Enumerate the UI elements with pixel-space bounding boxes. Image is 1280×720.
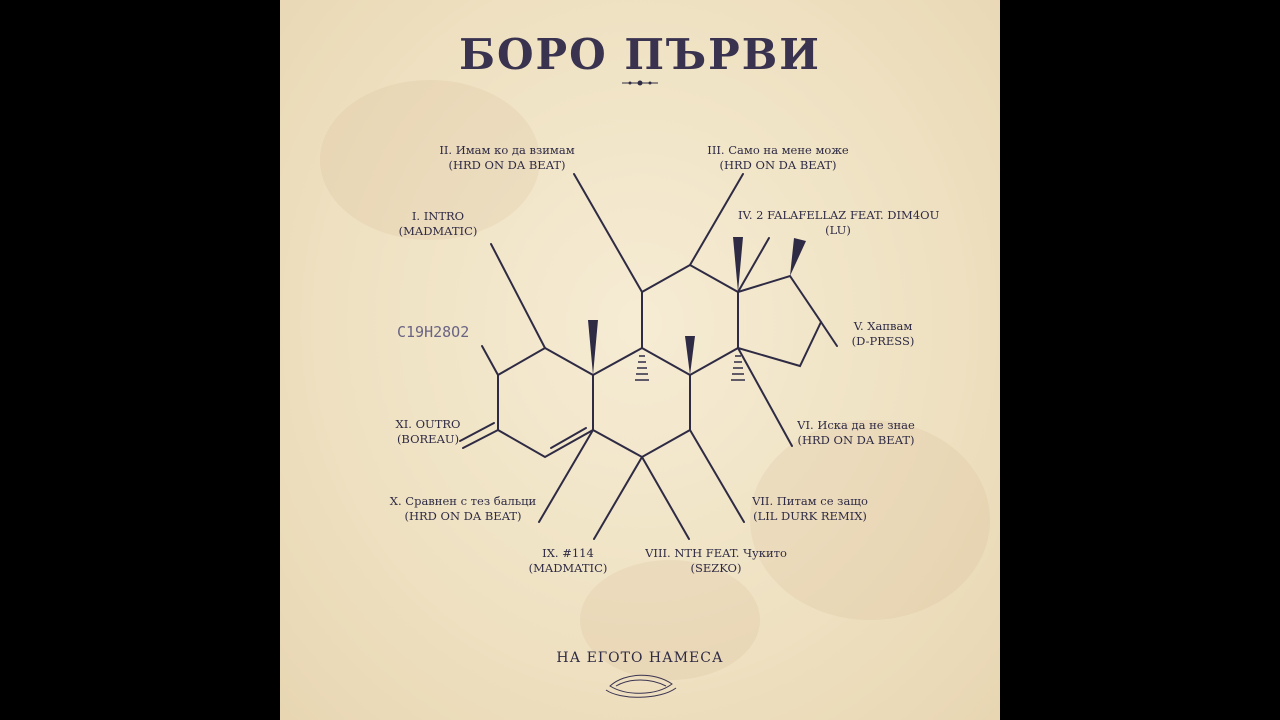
leader-line <box>593 456 643 540</box>
molecule-diagram <box>459 80 838 698</box>
double-bond <box>550 427 587 449</box>
track-label-7: VII. Питам се защо (LIL DURK REMIX) <box>725 494 895 524</box>
track-producer: (LIL DURK REMIX) <box>753 509 867 523</box>
track-title: IX. #114 <box>542 546 594 560</box>
track-label-2: II. Имам ко да взимам (HRD ON DA BEAT) <box>417 143 597 173</box>
track-label-8: VIII. NTH FEAT. Чукито (SEZKO) <box>626 546 806 576</box>
track-title: III. Само на мене може <box>707 143 849 157</box>
ring-a <box>497 347 594 459</box>
track-label-5: V. Хапвам (D-PRESS) <box>833 319 933 349</box>
track-title: VI. Иска да не знае <box>797 418 915 432</box>
hashed-bond <box>635 355 649 381</box>
carbonyl-bond <box>462 429 499 449</box>
track-label-11: XI. OUTRO (BOREAU) <box>378 417 478 447</box>
paper-stain <box>750 420 990 620</box>
track-producer: (MADMATIC) <box>398 224 478 238</box>
leader-line <box>538 429 594 523</box>
album-subtitle: НА ЕГОТО НАМЕСА <box>556 650 724 666</box>
track-producer: (HRD ON DA BEAT) <box>719 158 837 172</box>
album-cover: БОРО ПЪРВИ <box>280 0 1000 720</box>
molecular-formula: C19H28O2 <box>397 323 470 341</box>
leader-line <box>820 321 838 347</box>
track-title: VIII. NTH FEAT. Чукито <box>645 546 787 560</box>
methyl-bond <box>481 345 499 376</box>
leader-line <box>737 347 793 447</box>
track-producer: (BOREAU) <box>396 432 460 446</box>
paper-stain <box>580 560 760 680</box>
track-producer: (HRD ON DA BEAT) <box>797 433 915 447</box>
track-producer: (D-PRESS) <box>851 334 915 348</box>
leader-line <box>490 243 546 349</box>
track-label-6: VI. Иска да не знае (HRD ON DA BEAT) <box>776 418 936 448</box>
track-producer: (HRD ON DA BEAT) <box>448 158 566 172</box>
leader-line <box>689 429 745 523</box>
wedge-bond <box>733 237 743 292</box>
wedge-bond <box>685 336 695 375</box>
track-title: I. INTRO <box>411 209 465 223</box>
track-label-3: III. Само на мене може (HRD ON DA BEAT) <box>688 143 868 173</box>
track-title: II. Имам ко да взимам <box>439 143 575 157</box>
track-producer: (MADMATIC) <box>528 561 608 575</box>
track-label-4: IV. 2 FALAFELLAZ FEAT. DIM4OU (LU) <box>738 208 940 238</box>
track-producer: (SEZKO) <box>690 561 742 575</box>
carbonyl-bond <box>459 422 495 442</box>
ring-d <box>737 274 823 368</box>
title-ornament <box>622 80 658 86</box>
track-producer: (LU) <box>825 223 851 237</box>
leader-line <box>737 237 770 293</box>
leader-line <box>573 173 643 293</box>
ring-b <box>592 346 691 459</box>
track-label-10: X. Сравнен с тез бальци (HRD ON DA BEAT) <box>368 494 558 524</box>
leader-line <box>641 456 690 540</box>
track-title: XI. OUTRO <box>395 417 461 431</box>
hashed-bond <box>731 355 745 381</box>
leader-line <box>689 173 744 266</box>
track-producer: (HRD ON DA BEAT) <box>404 509 522 523</box>
flourish-ornament <box>605 674 677 698</box>
album-title: БОРО ПЪРВИ <box>459 30 821 79</box>
wedge-bond <box>588 320 598 375</box>
track-title: VII. Питам се защо <box>752 494 868 508</box>
ring-c <box>641 263 739 376</box>
track-title: IV. 2 FALAFELLAZ FEAT. DIM4OU <box>738 208 940 222</box>
track-title: V. Хапвам <box>853 319 913 333</box>
track-label-9: IX. #114 (MADMATIC) <box>518 546 618 576</box>
wedge-bond <box>790 238 806 276</box>
track-title: X. Сравнен с тез бальци <box>389 494 537 508</box>
paper-stain <box>320 80 540 240</box>
track-label-1: I. INTRO (MADMATIC) <box>378 209 498 239</box>
